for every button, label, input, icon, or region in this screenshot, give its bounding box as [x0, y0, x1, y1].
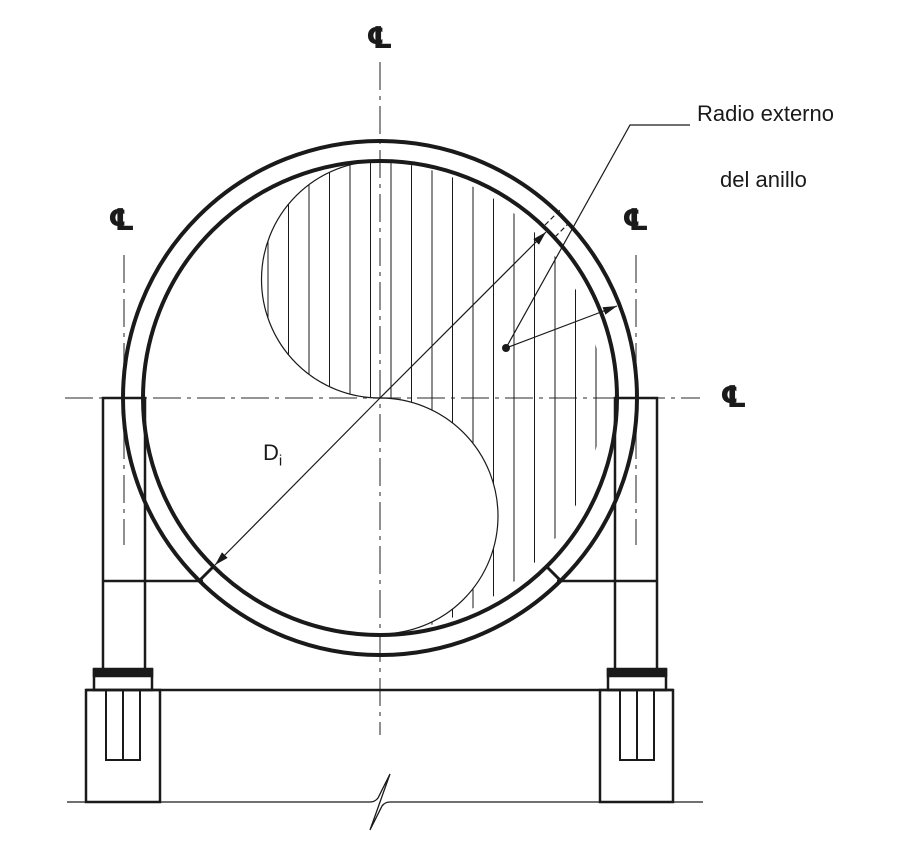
- leader-line: [505, 124, 690, 349]
- supports: [84, 396, 675, 804]
- inner-diameter-label: Di: [263, 440, 282, 469]
- outer-radius-label-line2: del anillo: [720, 167, 807, 192]
- centerline-symbol-right: ℄: [622, 203, 649, 238]
- centerline-symbol-left: ℄: [108, 203, 135, 238]
- inner-radius-arrow: [379, 231, 547, 399]
- inner-diameter-letter: D: [263, 440, 279, 465]
- outer-radius-arrow: [505, 305, 618, 349]
- ring-joint-right: [544, 564, 563, 583]
- ring-joint-left: [197, 564, 216, 583]
- diameter-arrow: [214, 397, 381, 566]
- ring-break-mark: [544, 209, 571, 238]
- ground-line: [67, 773, 703, 831]
- outer-radius-label-line1: Radio externo: [697, 101, 834, 126]
- centerline-symbol-horizontal: ℄: [720, 380, 747, 415]
- dimension-lines: [214, 124, 690, 566]
- centerline-symbol-top: ℄: [366, 21, 393, 56]
- inner-diameter-subscript: i: [278, 452, 283, 470]
- leader-dot: [502, 344, 510, 352]
